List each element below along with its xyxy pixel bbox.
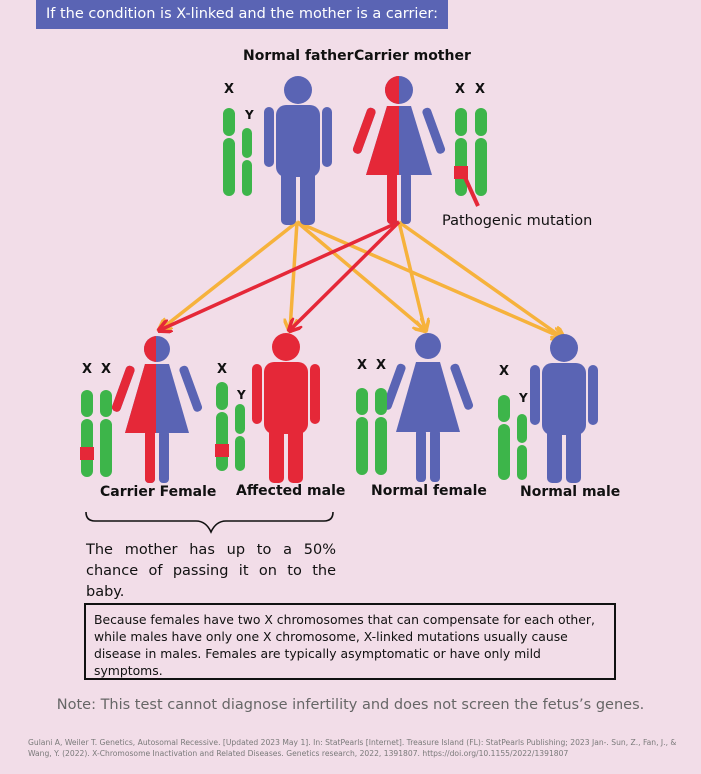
father-to-affected-male-arrow bbox=[290, 221, 299, 330]
mother-to-normal-female-arrow bbox=[397, 221, 425, 330]
affected-male-label: Affected male bbox=[236, 483, 346, 499]
chance-text: The mother has up to a 50% chance of pas… bbox=[86, 542, 336, 600]
citation-text: Gulani A, Weiler T. Genetics, Autosomal … bbox=[28, 738, 677, 758]
carrier-female-mutation-marker bbox=[80, 447, 94, 460]
child3-chrom-x1-label: X bbox=[357, 358, 368, 373]
child1-chrom-x2-label: X bbox=[101, 362, 112, 377]
mutation-pointer bbox=[461, 172, 480, 207]
normal-male-label: Normal male bbox=[520, 484, 621, 500]
mother-chrom-x2-label: X bbox=[475, 82, 486, 97]
child4-chrom-y-label: Y bbox=[519, 391, 528, 405]
child2-chrom-y-label: Y bbox=[237, 388, 246, 402]
mother-to-normal-male-arrow bbox=[397, 220, 563, 338]
title-banner: If the condition is X-linked and the mot… bbox=[36, 0, 448, 29]
child3-chrom-x2-label: X bbox=[376, 358, 387, 373]
child2-chrom-x-label: X bbox=[217, 362, 228, 377]
grouping-brace bbox=[85, 511, 334, 534]
father-to-carrier-female-arrow bbox=[160, 220, 299, 330]
info-text: Because females have two X chromosomes t… bbox=[94, 612, 595, 678]
normal-male-figure-icon bbox=[530, 334, 598, 483]
father-figure-icon bbox=[264, 76, 332, 225]
normal-female-chromosomes bbox=[356, 388, 387, 475]
mutation-label: Pathogenic mutation bbox=[442, 213, 593, 229]
father-chrom-x-label: X bbox=[224, 82, 235, 97]
info-box: Because females have two X chromosomes t… bbox=[84, 603, 616, 680]
child4-chrom-x-label: X bbox=[499, 364, 510, 379]
father-to-normal-female-arrow bbox=[295, 220, 425, 330]
normal-male-chromosomes bbox=[498, 395, 527, 480]
father-label: Normal father bbox=[243, 48, 354, 64]
father-chrom-y-label: Y bbox=[245, 108, 254, 122]
carrier-female-figure-icon bbox=[111, 336, 203, 483]
disclaimer-note: Note: This test cannot diagnose infertil… bbox=[56, 697, 645, 713]
mother-to-affected-male-arrow bbox=[290, 220, 401, 330]
father-to-normal-male-arrow bbox=[296, 220, 563, 338]
mother-label: Carrier mother bbox=[354, 48, 471, 64]
mother-to-carrier-female-arrow bbox=[160, 220, 400, 330]
affected-male-mutation-marker bbox=[215, 444, 229, 457]
affected-male-figure-icon bbox=[252, 333, 320, 483]
normal-female-label: Normal female bbox=[371, 483, 487, 499]
mother-chromosomes bbox=[455, 108, 487, 196]
father-chromosomes bbox=[223, 108, 252, 196]
carrier-female-chromosomes bbox=[81, 390, 112, 477]
normal-female-figure-icon bbox=[382, 333, 474, 482]
carrier-female-label: Carrier Female bbox=[100, 484, 217, 500]
child1-chrom-x1-label: X bbox=[82, 362, 93, 377]
mother-chrom-x1-label: X bbox=[455, 82, 466, 97]
mother-figure-icon bbox=[352, 76, 446, 224]
inheritance-arrows bbox=[160, 220, 563, 338]
